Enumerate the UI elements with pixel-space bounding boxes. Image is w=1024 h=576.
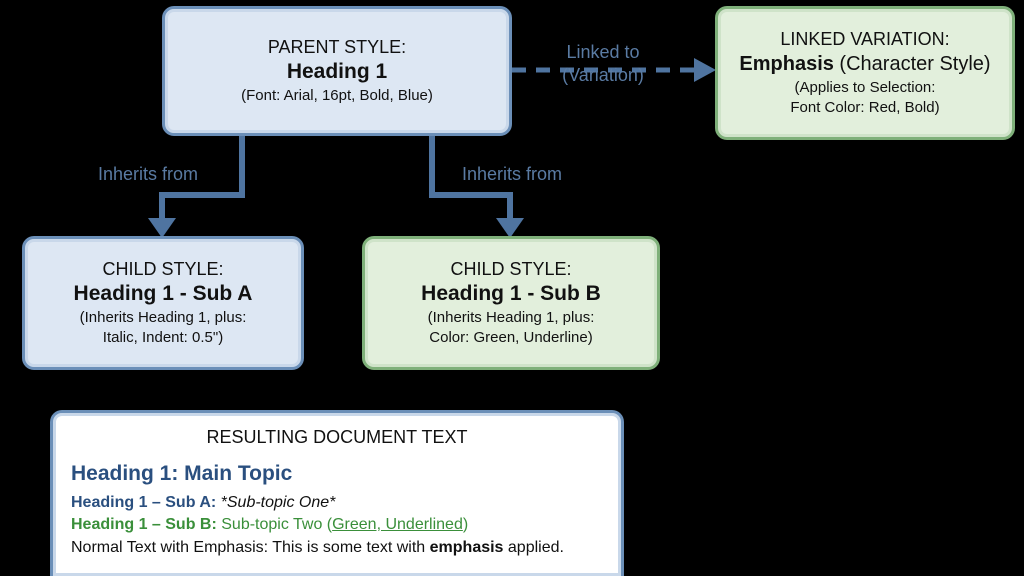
inherits-from-right-label: Inherits from [462,164,563,184]
parent-style-name: Heading 1 [286,60,388,83]
parent-style-details: (Font: Arial, 16pt, Bold, Blue) [241,87,433,104]
result-sub-a-name: Heading 1 – Sub A: [71,494,217,511]
child-style-sub-a-box: CHILD STYLE: Heading 1 - Sub A (Inherits… [22,236,304,370]
child-style-sub-a-details-2: Italic, Indent: 0.5") [102,329,224,346]
child-style-sub-a-details-1: (Inherits Heading 1, plus: [79,309,247,326]
inherits-right-arrow-line [429,136,513,222]
result-sub-b-underlined: Green, Underlined [332,516,463,533]
result-normal-line: Normal Text with Emphasis: This is some … [71,536,564,560]
result-sub-a-text: *Sub-topic One* [216,494,336,511]
result-heading-1-line: Heading 1: Main Topic [71,462,293,485]
emphasis-name: Emphasis [739,53,834,75]
result-sub-b-text: Sub-topic Two ( [216,516,333,533]
linked-to-text: Linked to [566,42,640,62]
result-normal-post: applied. [503,539,564,556]
linked-variation-label: LINKED VARIATION: [780,29,950,49]
child-style-sub-b-details-2: Color: Green, Underline) [429,329,593,346]
result-normal-pre: Normal Text with Emphasis: This is some … [71,539,430,556]
child-style-sub-b-label: CHILD STYLE: [450,259,572,279]
parent-style-box: PARENT STYLE: Heading 1 (Font: Arial, 16… [162,6,512,136]
linked-variation-box: LINKED VARIATION: Emphasis (Character St… [715,6,1015,140]
character-style-text: (Character Style) [833,53,991,75]
child-style-sub-a-name: Heading 1 - Sub A [73,282,253,305]
result-sub-b-line: Heading 1 – Sub B: Sub-topic Two (Green,… [71,514,468,536]
linked-variation-details-1: (Applies to Selection: [794,79,936,96]
result-sub-b-name: Heading 1 – Sub B: [71,516,217,533]
resulting-document-title: RESULTING DOCUMENT TEXT [206,427,468,447]
linked-to-label: Linked to (Variation) [548,42,658,86]
result-normal-emphasis: emphasis [429,539,504,556]
inherits-left-arrowhead [148,218,176,238]
child-style-sub-b-details-1: (Inherits Heading 1, plus: [427,309,595,326]
child-style-sub-b-name: Heading 1 - Sub B [421,282,601,305]
linked-variation-name: Emphasis (Character Style) [739,50,990,78]
linked-variation-details-2: Font Color: Red, Bold) [790,99,940,116]
resulting-document-box: RESULTING DOCUMENT TEXT Heading 1: Main … [50,410,624,576]
inherits-from-left-label: Inherits from [98,164,199,184]
result-sub-a-line: Heading 1 – Sub A: *Sub-topic One* [71,492,335,514]
variation-text: (Variation) [562,65,644,85]
inherits-left-arrow-line [159,136,245,222]
parent-style-label: PARENT STYLE: [267,37,407,57]
inherits-right-arrowhead [496,218,524,238]
child-style-sub-a-label: CHILD STYLE: [102,259,224,279]
linked-to-arrowhead [694,58,716,82]
child-style-sub-b-box: CHILD STYLE: Heading 1 - Sub B (Inherits… [362,236,660,370]
result-sub-b-end: ) [462,516,469,533]
